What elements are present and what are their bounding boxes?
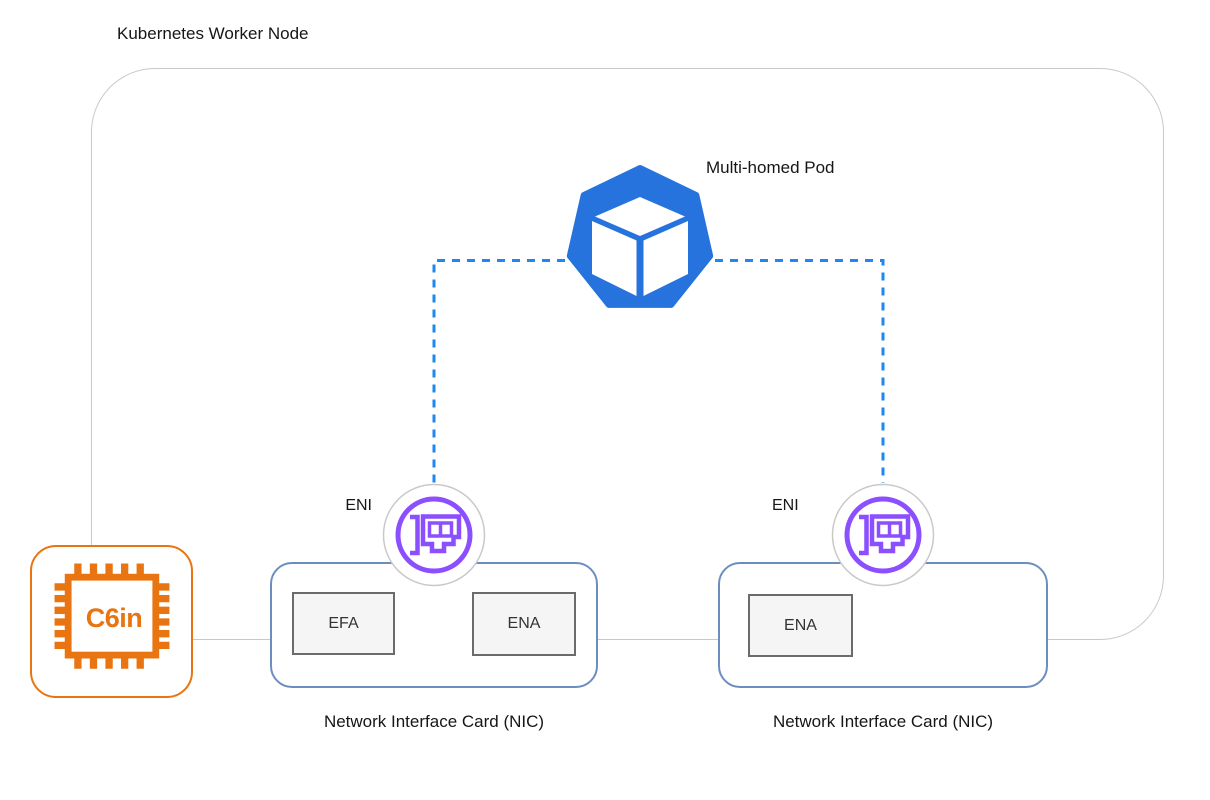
chip-pins-left	[54, 583, 69, 650]
ec2-chip-icon	[54, 563, 170, 669]
nic-right-label: Network Interface Card (NIC)	[772, 712, 994, 731]
ena-adapter-label: ENA	[507, 615, 541, 632]
eni-left-icon	[382, 483, 486, 587]
network-card-glyph	[869, 514, 911, 554]
chip-pins-right	[155, 583, 170, 650]
network-card-glyph	[420, 514, 462, 554]
network-card-bracket-glyph	[410, 514, 420, 556]
eni-purple-ring	[395, 496, 473, 574]
kubernetes-pod-icon	[566, 165, 714, 308]
efa-adapter-label: EFA	[328, 614, 359, 632]
c6in-instance-icon: C6in	[30, 545, 193, 698]
eni-right-icon	[831, 483, 935, 587]
chip-pins-bottom	[74, 655, 144, 669]
efa-adapter-box: EFA	[292, 592, 395, 655]
network-card-bracket-glyph	[859, 514, 869, 556]
chip-pins-top	[74, 563, 144, 578]
ena-adapter-box: ENA	[472, 592, 576, 656]
eni-purple-ring	[844, 496, 922, 574]
worker-node-title: Kubernetes Worker Node	[117, 24, 309, 43]
cube-top-face	[595, 197, 685, 236]
pod-heptagon	[566, 165, 714, 308]
ena-adapter-label: ENA	[784, 616, 817, 634]
eni-right-label: ENI	[772, 497, 799, 514]
instance-type-label: C6in	[85, 602, 143, 633]
worker-node-boundary	[91, 68, 1164, 640]
eni-left-label: ENI	[345, 497, 372, 514]
pod-label: Multi-homed Pod	[706, 158, 835, 177]
nic-left-label: Network Interface Card (NIC)	[323, 712, 545, 731]
ena-adapter-box: ENA	[748, 594, 853, 657]
